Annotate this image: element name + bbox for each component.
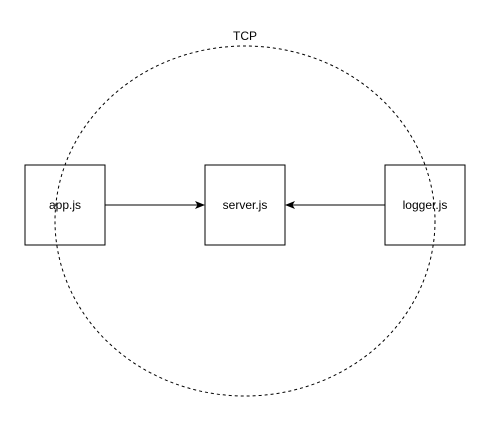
node-logger-label: logger.js (403, 198, 448, 212)
tcp-boundary-label: TCP (233, 29, 257, 43)
node-app[interactable]: app.js (24, 164, 106, 246)
node-server-label: server.js (223, 198, 268, 212)
node-server[interactable]: server.js (204, 164, 286, 246)
node-app-label: app.js (49, 198, 81, 212)
node-logger-box (384, 164, 466, 246)
node-logger[interactable]: logger.js (384, 164, 466, 246)
tcp-boundary-ellipse (54, 45, 436, 397)
node-app-box (24, 164, 106, 246)
node-server-box (204, 164, 286, 246)
